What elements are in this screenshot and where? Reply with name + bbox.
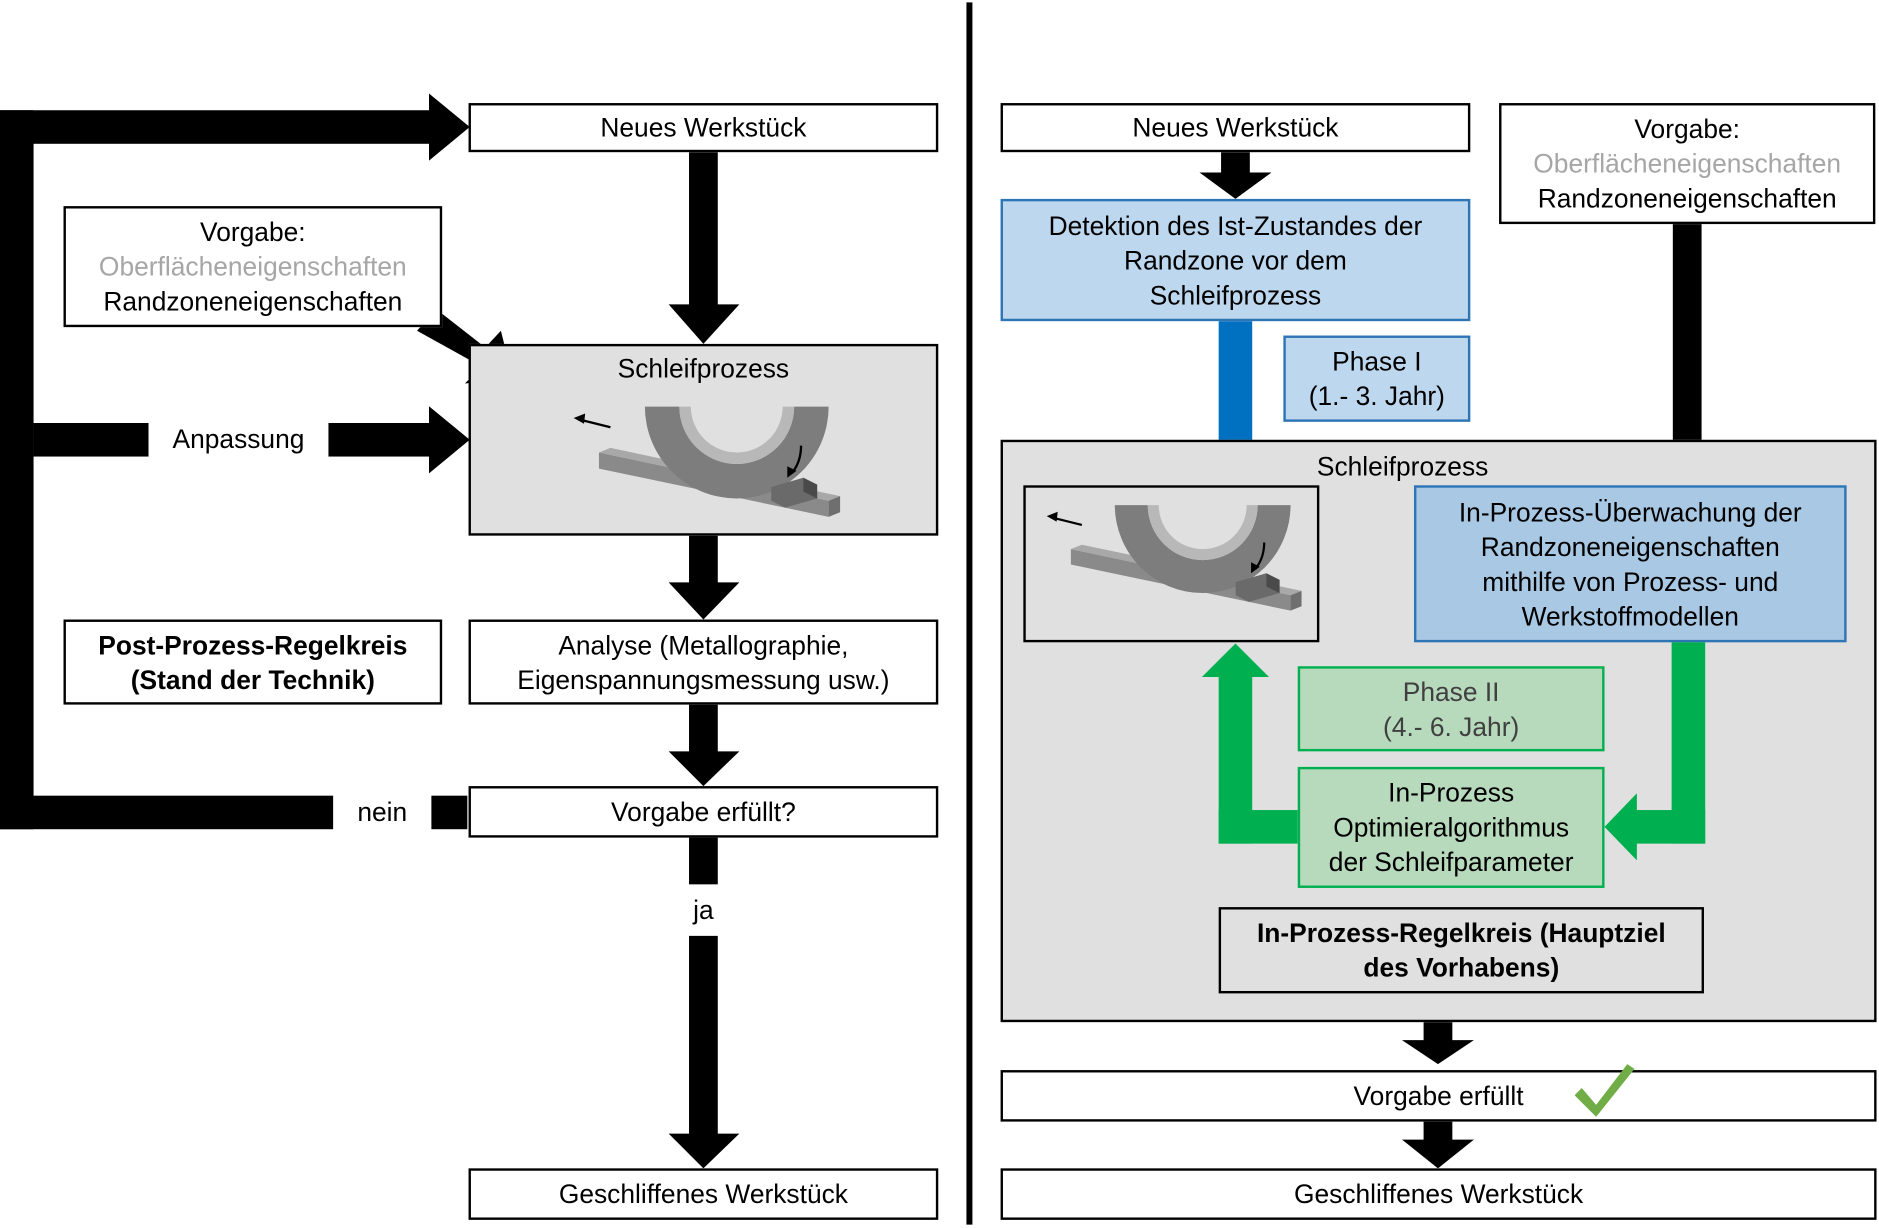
left-new-workpiece-label: Neues Werkstück [600, 112, 807, 143]
in-process-loop-line1: In-Prozess-Regelkreis (Hauptziel [1256, 917, 1666, 948]
loop-frame-bottom [0, 795, 334, 830]
right-new-workpiece-label: Neues Werkstück [1132, 112, 1339, 143]
no-label: nein [335, 795, 429, 830]
monitoring-box: In-Prozess-Überwachung der Randzoneneige… [1413, 485, 1847, 643]
optimization-line3: der Schleifparameter [1328, 847, 1574, 878]
adjustment-label: Anpassung [148, 422, 329, 457]
loop-adjust-right [328, 422, 432, 457]
arrow-new-to-process [668, 304, 740, 344]
right-spec-edge-zone: Randzoneneigenschaften [1537, 183, 1837, 214]
right-grinding-process-label: Schleifprozess [1316, 451, 1489, 482]
arrow-check-to-result [668, 1133, 740, 1169]
arrow-analysis-to-check [668, 751, 740, 787]
post-process-loop-line1: Post-Prozess-Regelkreis [98, 629, 408, 660]
checkmark-icon [1574, 1064, 1635, 1117]
phase2-line2: (4.- 6. Jahr) [1383, 711, 1520, 742]
analysis-line2: Eigenspannungsmessung usw.) [517, 664, 890, 695]
phase2-box: Phase II (4.- 6. Jahr) [1297, 666, 1605, 752]
analysis-box: Analyse (Metallographie, Eigenspannungsm… [468, 619, 939, 705]
right-spec-title: Vorgabe: [1634, 113, 1740, 144]
detection-box: Detektion des Ist-Zustandes der Randzone… [1000, 198, 1471, 322]
post-process-loop-box: Post-Prozess-Regelkreis (Stand der Techn… [63, 619, 443, 705]
right-ground-workpiece-label: Geschliffenes Werkstück [1293, 1179, 1584, 1210]
right-spec-box: Vorgabe: Oberflächeneigenschaften Randzo… [1499, 103, 1876, 225]
optimization-line2: Optimieralgorithmus [1333, 812, 1570, 843]
monitoring-line3: mithilfe von Prozess- und [1482, 566, 1779, 597]
left-spec-box: Vorgabe: Oberflächeneigenschaften Randzo… [63, 206, 443, 328]
monitoring-line1: In-Prozess-Überwachung der [1458, 496, 1802, 527]
left-grinding-process-label: Schleifprozess [617, 353, 790, 384]
loop-frame-top [0, 110, 432, 144]
right-new-workpiece-box: Neues Werkstück [1000, 103, 1471, 153]
spec-met-question-label: Vorgabe erfüllt? [611, 796, 796, 827]
left-spec-edge-zone: Randzoneneigenschaften [103, 286, 403, 317]
arrow-to-new-workpiece [428, 93, 470, 161]
arrow-optimization-to-illustration [1201, 643, 1269, 678]
detection-line3: Schleifprozess [1149, 279, 1322, 310]
phase2-line1: Phase II [1402, 676, 1500, 707]
right-ground-workpiece-box: Geschliffenes Werkstück [1000, 1168, 1877, 1220]
left-new-workpiece-box: Neues Werkstück [468, 103, 939, 153]
right-spec-surface: Oberflächeneigenschaften [1533, 148, 1842, 179]
left-spec-surface: Oberflächeneigenschaften [98, 251, 407, 282]
in-process-loop-box: In-Prozess-Regelkreis (Hauptziel des Vor… [1218, 907, 1704, 994]
post-process-loop-line2: (Stand der Technik) [130, 664, 375, 695]
loop-adjust-left [33, 422, 149, 457]
monitoring-line2: Randzoneneigenschaften [1480, 531, 1780, 562]
left-ground-workpiece-label: Geschliffenes Werkstück [558, 1179, 848, 1210]
arrow-process-to-met [1402, 1040, 1474, 1065]
phase1-line2: (1.- 3. Jahr) [1308, 381, 1445, 412]
phase1-box: Phase I (1.- 3. Jahr) [1283, 335, 1471, 422]
monitoring-line4: Werkstoffmodellen [1521, 600, 1739, 631]
optimization-line1: In-Prozess [1388, 777, 1515, 808]
analysis-line1: Analyse (Metallographie, [558, 629, 849, 660]
spec-met-box: Vorgabe erfüllt [1000, 1070, 1877, 1122]
arrow-new-to-detection [1199, 172, 1272, 199]
right-illustration-box [1023, 485, 1320, 643]
left-spec-title: Vorgabe: [200, 216, 306, 247]
left-ground-workpiece-box: Geschliffenes Werkstück [468, 1168, 939, 1220]
yes-label: ja [671, 893, 736, 928]
left-grinding-process-box: Schleifprozess [468, 343, 939, 536]
arrow-adjust-to-process [428, 406, 470, 474]
arrow-met-to-result [1402, 1139, 1474, 1169]
in-process-loop-line2: des Vorhabens) [1363, 952, 1560, 983]
detection-line1: Detektion des Ist-Zustandes der [1048, 210, 1423, 241]
arrow-process-to-analysis [668, 582, 740, 620]
spec-met-question-box: Vorgabe erfüllt? [468, 786, 939, 838]
spec-met-label: Vorgabe erfüllt [1353, 1080, 1524, 1111]
arrow-monitoring-to-optimization [1604, 793, 1637, 861]
loop-nein-connector [431, 795, 468, 830]
loop-frame-vertical [0, 110, 34, 830]
detection-line2: Randzone vor dem [1124, 245, 1347, 276]
optimization-box: In-Prozess Optimieralgorithmus der Schle… [1297, 766, 1605, 888]
phase1-line1: Phase I [1332, 346, 1422, 377]
